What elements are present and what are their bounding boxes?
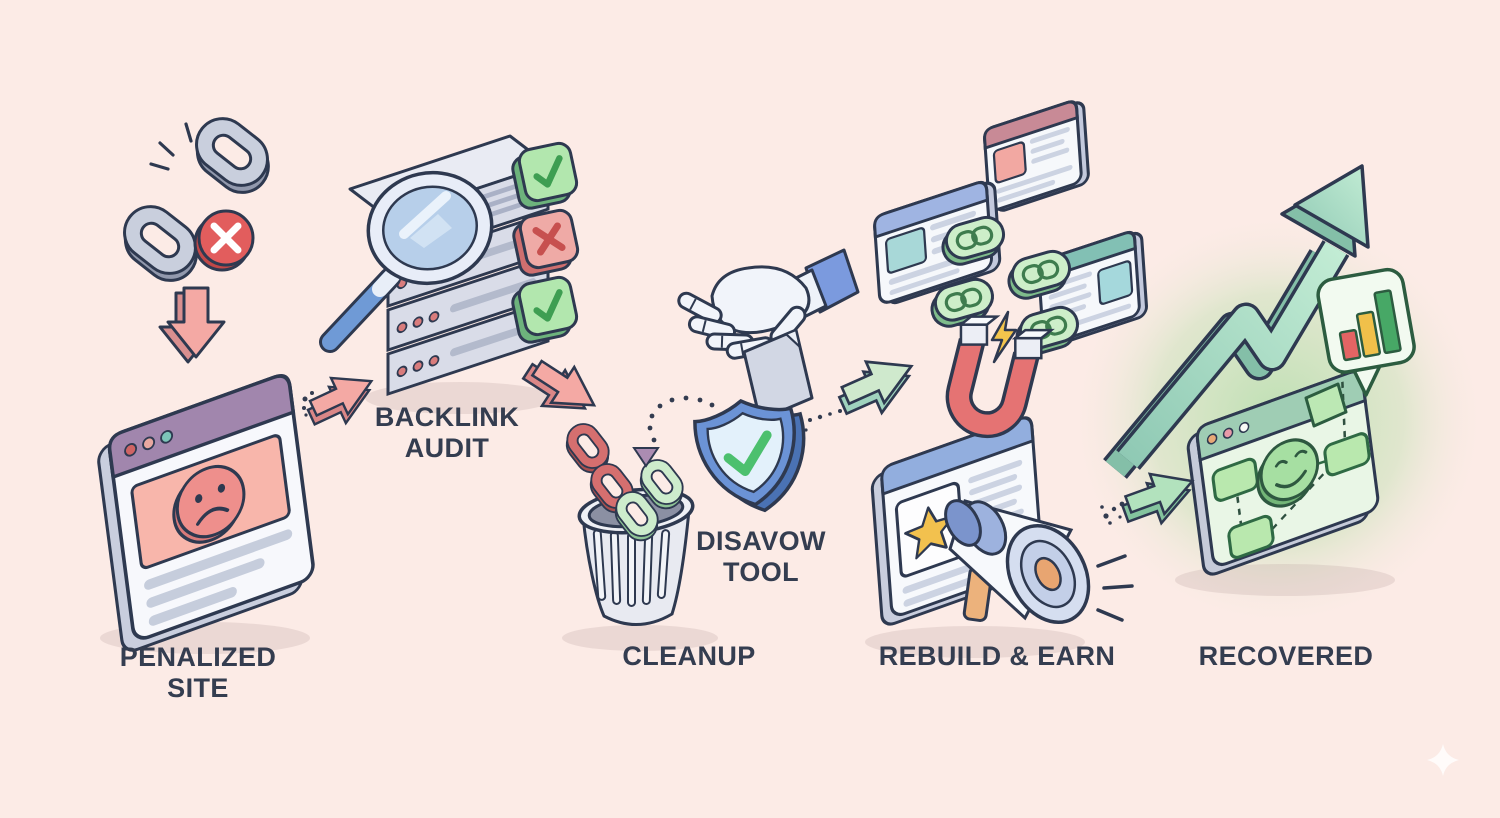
flow-arrow-pink-icon bbox=[298, 361, 385, 437]
penalty-cross-icon bbox=[193, 209, 255, 272]
megaphone-icon bbox=[944, 499, 1134, 625]
step-label-cleanup: CLEANUP bbox=[622, 641, 755, 672]
sound-lines bbox=[1096, 554, 1134, 622]
step-label-rebuild-earn: REBUILD & EARN bbox=[879, 641, 1116, 672]
file-fold bbox=[783, 328, 802, 351]
drop-path-dots bbox=[632, 395, 715, 468]
step-label-recovered: RECOVERED bbox=[1199, 641, 1374, 672]
label-line: REBUILD & EARN bbox=[878, 641, 1116, 671]
label-line: SITE bbox=[167, 673, 229, 703]
step-label-disavow-tool: DISAVOW TOOL bbox=[696, 526, 826, 588]
label-line: BACKLINK bbox=[374, 402, 520, 432]
magnet-icon bbox=[945, 315, 1055, 439]
bubble-tail-fold bbox=[1304, 382, 1348, 428]
label-line: CLEANUP bbox=[622, 641, 756, 671]
crack-lines bbox=[149, 122, 193, 171]
growth-arrow-icon bbox=[1103, 164, 1370, 479]
label-line: RECOVERED bbox=[1198, 641, 1374, 671]
label-line: AUDIT bbox=[404, 433, 490, 463]
flow-arrow-green-icon bbox=[1100, 459, 1204, 535]
cross-badge-icon bbox=[508, 206, 583, 279]
drop-arrowhead bbox=[632, 447, 660, 468]
magnifier-icon bbox=[319, 170, 494, 353]
sparkle-icon bbox=[1427, 744, 1459, 776]
robot-hand-icon bbox=[677, 248, 860, 422]
disavow-file-icon bbox=[742, 328, 814, 422]
step-label-backlink-audit: BACKLINK AUDIT bbox=[375, 402, 519, 464]
check-badge2-icon bbox=[507, 273, 582, 346]
broken-link-icon bbox=[109, 106, 284, 293]
chart-bubble-icon bbox=[1304, 267, 1416, 428]
shield-check-icon bbox=[693, 398, 806, 513]
label-line: PENALIZED bbox=[119, 642, 277, 672]
step-label-penalized-site: PENALIZED SITE bbox=[120, 642, 277, 704]
penalized-browser-icon bbox=[97, 374, 315, 652]
browser-red-icon bbox=[983, 100, 1090, 212]
check-badge-icon bbox=[507, 139, 582, 212]
drop-arrow-icon bbox=[158, 286, 226, 364]
recovered-browser-icon bbox=[1186, 327, 1380, 576]
label-line: TOOL bbox=[722, 557, 800, 587]
label-line: DISAVOW bbox=[696, 526, 826, 556]
lightning-icon bbox=[990, 310, 1018, 364]
